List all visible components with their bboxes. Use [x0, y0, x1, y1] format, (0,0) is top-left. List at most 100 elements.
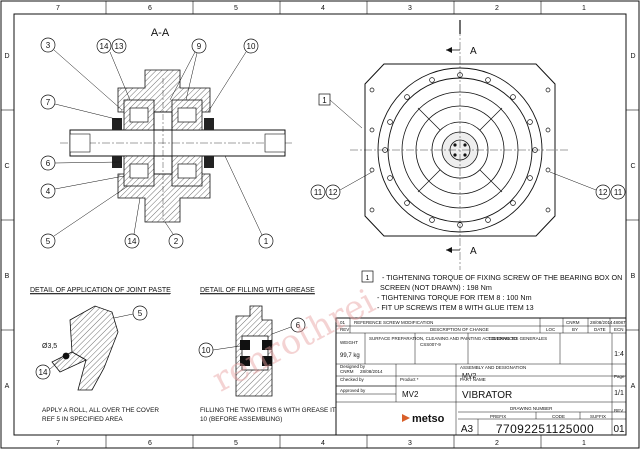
- rev-header: DESCRIPTION OF CHANGE: [430, 327, 489, 332]
- designer-value: CNRM: [340, 369, 354, 374]
- tol-title: TOLERANCES GENERALES: [488, 336, 547, 341]
- title-block: 01 REFERENCE SCREW MODIFICATION CNRM 28/…: [335, 317, 627, 436]
- rev-description: REFERENCE SCREW MODIFICATION: [354, 320, 433, 325]
- assy-value: MV2: [462, 373, 477, 380]
- rev-date: 28/08/2014: [590, 320, 613, 325]
- balloon: 10: [247, 42, 256, 51]
- approved-label: Approved by: [340, 388, 366, 393]
- part-label: PART NAME: [460, 377, 486, 382]
- metso-logo: metso: [402, 413, 445, 425]
- col-label: 1: [582, 5, 586, 12]
- sheet-label: Page: [614, 374, 625, 379]
- weight-value: 99,7 kg: [340, 353, 360, 359]
- design-date: 28/08/2014: [360, 369, 383, 374]
- balloon: 7: [46, 98, 51, 107]
- suffix-label: SUFFIX: [590, 414, 606, 419]
- metso-logo-mark: [402, 414, 410, 422]
- detail-grease: DETAIL OF FILLING WITH GREASE 6 10 FILLI…: [198, 287, 345, 423]
- product-value: MV2: [402, 390, 419, 399]
- detail-title: DETAIL OF FILLING WITH GREASE: [200, 287, 315, 294]
- rev-value: 01: [340, 320, 346, 325]
- balloon: 6: [296, 321, 301, 330]
- drawing-number: 77092251125000: [496, 422, 594, 436]
- dimension-label: Ø3,5: [42, 343, 57, 350]
- row-label: A: [631, 383, 636, 390]
- balloon: 13: [115, 42, 124, 51]
- code-label: CODE: [552, 414, 565, 419]
- row-label: D: [630, 53, 635, 60]
- col-label: 5: [234, 5, 238, 12]
- scale-value: 1:4: [614, 351, 624, 358]
- prefix-label: PREFIX: [490, 414, 506, 419]
- std-ref: CSS007-9: [420, 342, 441, 347]
- col-label: 1: [582, 440, 586, 447]
- rev-value-big: 01: [613, 424, 625, 435]
- col-label: 6: [148, 440, 152, 447]
- notes: 1 - TIGHTENING TORQUE OF FIXING SCREW OF…: [361, 270, 622, 312]
- col-label: 7: [56, 440, 60, 447]
- part-value: VIBRATOR: [462, 390, 512, 401]
- balloon: 5: [138, 309, 143, 318]
- note-ref-box: 1: [322, 96, 327, 105]
- col-label: 4: [321, 5, 325, 12]
- detail-title: DETAIL OF APPLICATION OF JOINT PASTE: [30, 287, 171, 294]
- sheet-value: 1/1: [614, 390, 624, 397]
- col-label: 3: [408, 5, 412, 12]
- std-text: SURFACE PREPARATION, CLEANING AND PAINTI…: [369, 336, 518, 341]
- rev-ref: 48087: [613, 320, 626, 325]
- balloon: 9: [197, 42, 202, 51]
- designer-label: Designed by: [340, 364, 366, 369]
- note-number: 1: [366, 273, 370, 282]
- balloon: 5: [46, 237, 51, 246]
- balloon: 10: [202, 346, 211, 355]
- rev-header: REV: [340, 327, 349, 332]
- section-cut-label: A: [470, 246, 477, 257]
- balloon: 14: [128, 237, 137, 246]
- row-label: B: [631, 273, 636, 280]
- assy-title: ASSEMBLY AND DESIGNATION: [460, 365, 526, 370]
- col-label: 5: [234, 440, 238, 447]
- note-line: SCREEN (NOT DRAWN) : 198 Nm: [380, 283, 492, 292]
- rev-header: LOC: [546, 327, 556, 332]
- col-label: 4: [321, 440, 325, 447]
- row-label: D: [4, 53, 9, 60]
- brand-name: metso: [412, 413, 445, 425]
- product-label: Product *: [400, 377, 419, 382]
- col-label: 2: [495, 440, 499, 447]
- rev-label: REV: [614, 408, 623, 413]
- detail-caption: FILLING THE TWO ITEMS 6 WITH GREASE ITEM: [200, 407, 345, 414]
- detail-caption: REF 5 IN SPECIFIED AREA: [42, 416, 123, 423]
- balloon: 11: [314, 188, 323, 197]
- balloon: 14: [100, 42, 109, 51]
- note-line: - TIGHTENING TORQUE OF FIXING SCREW OF T…: [382, 273, 622, 282]
- detail-caption: 10 (BEFORE ASSEMBLING): [200, 416, 282, 423]
- balloon: 1: [264, 237, 269, 246]
- col-label: 2: [495, 5, 499, 12]
- col-label: 6: [148, 5, 152, 12]
- rev-by: CNRM: [566, 320, 580, 325]
- balloon: 4: [46, 187, 51, 196]
- balloon: 12: [599, 188, 608, 197]
- detail-joint-paste: DETAIL OF APPLICATION OF JOINT PASTE Ø3,…: [30, 287, 171, 423]
- col-label: 3: [408, 440, 412, 447]
- balloon: 12: [329, 188, 338, 197]
- section-cut-label: A: [470, 46, 477, 57]
- balloon: 3: [46, 41, 51, 50]
- row-label: C: [4, 163, 9, 170]
- note-line: - TIGHTENING TORQUE FOR ITEM 8 : 100 Nm: [377, 293, 532, 302]
- checked-label: Checked by: [340, 377, 365, 382]
- rev-header: DATE: [594, 327, 606, 332]
- drawing-number-label: DRAWING NUMBER: [510, 406, 553, 411]
- balloon: 11: [614, 188, 623, 197]
- end-view: A A 1 11 12 12 11: [310, 20, 626, 270]
- section-title: A-A: [151, 27, 170, 39]
- row-label: C: [630, 163, 635, 170]
- balloon: 14: [39, 368, 48, 377]
- col-label: 7: [56, 5, 60, 12]
- rev-header: BY: [572, 327, 578, 332]
- section-view: A-A 3 14: [40, 27, 292, 249]
- balloon: 6: [46, 159, 51, 168]
- balloon: 2: [174, 237, 179, 246]
